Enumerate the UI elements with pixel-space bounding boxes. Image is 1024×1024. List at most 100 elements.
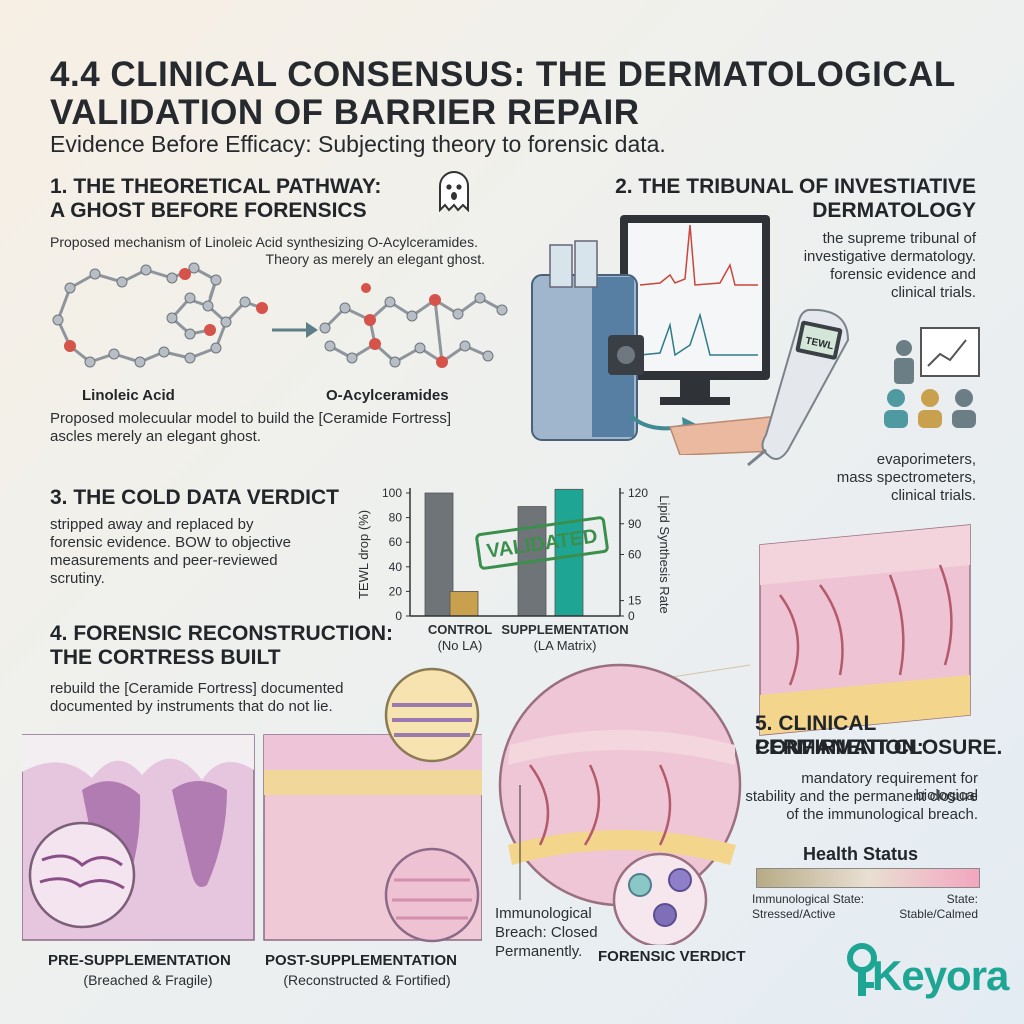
state-right-line2: Stable/Calmed [899,907,978,921]
y-tick-label-left: 60 [389,535,403,549]
acylceramide-molecule [323,296,503,364]
section1-desc-line2: Theory as merely an elegant ghost. [265,251,485,267]
section3-desc-line1: stripped away and replaced by [50,516,254,533]
acylceramides-label: O-Acylceramides [326,387,449,404]
post-supplementation-sublabel: (Reconstructed & Fortified) [283,972,451,988]
section4-desc-line2: documented by instruments that do not li… [50,698,333,715]
oxygen-atom [204,324,216,336]
skin-cross-sections [22,667,482,943]
breach-label-line3: Permanently. [495,943,583,960]
y-tick-label-left: 80 [389,511,403,525]
section4-title-line2: THE CORTRESS BUILT [50,646,281,669]
section2-tools-line1: evaporimeters, [876,451,976,468]
section2-desc-line2: investigative dermatology. [803,248,976,265]
lab-equipment-illustration [531,215,780,455]
ghost-icon [439,171,469,212]
y-tick-label-right: 0 [628,609,635,623]
health-status-title: Health Status [803,844,919,864]
bar-0-1 [449,591,479,617]
category-sublabel-control: (No LA) [437,638,483,653]
pre-magnifier [28,821,136,929]
health-status-gauge [756,868,980,888]
skin-sample [668,415,780,455]
category-label-supplementation: SUPPLEMENTATION [501,622,629,637]
section5-desc-line2: stability and the permanent closure [745,788,978,805]
section1-title-line2: A GHOST BEFORE FORENSICS [50,199,367,222]
state-left-line2: Stressed/Active [752,907,836,921]
state-left-line1: Immunological State: [752,892,865,906]
section5-title-line1: 5. CLINICAL CONFIRMATION: [755,712,924,759]
section4-desc-line1: rebuild the [Ceramide Fortress] document… [50,680,344,697]
state-right-line1: State: [946,892,978,906]
y-tick-label-right: 90 [628,517,642,531]
forensic-verdict-label: FORENSIC VERDICT [598,948,746,965]
oxygen-atom [369,338,381,350]
bar-1-1 [554,488,584,617]
molecule-diagram [52,262,508,368]
monitor-screen [628,223,762,371]
section3-desc-line2: forensic evidence. BOW to objective [50,534,291,551]
section1-note-line1: Proposed molecuular model to build the [… [50,410,452,427]
breach-label-line2: Breach: Closed [495,924,598,941]
acylceramide-atoms [319,292,508,368]
y-axis-label-right: Lipid Synthesis Rate [657,495,670,614]
linoleic-acid-label: Linoleic Acid [82,387,175,404]
spectrum-line [639,312,758,357]
immune-cell-magnifier [612,852,708,945]
section3-desc-line3: measurements and peer-reviewed [50,552,278,569]
rete-ridge [172,781,227,888]
linoleic-atoms [52,262,251,368]
page-title-line2: VALIDATION OF BARRIER REPAIR [50,93,640,132]
lipid-magnifier [384,667,480,763]
oxygen-atom [436,356,448,368]
y-tick-label-left: 40 [389,560,403,574]
oxygen-atom [429,294,441,306]
chart-bars [424,488,584,617]
skin-3d-model [498,524,971,945]
breached-surface [22,735,254,780]
y-tick-label-right: 15 [628,594,642,608]
linoleic-acid-molecule [56,266,263,364]
page-title-line1: 4.4 CLINICAL CONSENSUS: THE DERMATOLOGIC… [50,55,956,94]
closure-magnifier [498,663,742,907]
bar-0-0 [424,492,454,617]
breach-label-line1: Immunological [495,905,592,922]
section2-title-line1: 2. THE TRIBUNAL OF INVESTIATIVE [615,175,976,198]
oxygen-atom [64,340,76,352]
category-label-control: CONTROL [427,622,493,637]
section5-desc-line1: mandatory requirement for biological [801,770,978,804]
section2-tools-line3: clinical trials. [890,487,976,504]
post-supplementation-label: POST-SUPPLEMENTATION [265,952,457,969]
page-subtitle: Evidence Before Efficacy: Subjecting the… [50,131,666,157]
keyora-logo-icon [847,943,877,996]
brand-name: Keyora [872,952,1009,999]
cell-magnifier [384,847,480,943]
section5-title-line2: PERMANENT CLOSURE. [755,736,1003,759]
section2-desc-line4: clinical trials. [890,284,976,301]
section3-title: 3. THE COLD DATA VERDICT [50,486,339,509]
section1-note-line2: ascles merely an elegant ghost. [50,428,261,445]
y-tick-label-right: 120 [628,486,648,500]
section2-desc-line3: forensic evidence and [830,266,976,283]
section1-desc-line1: Proposed mechanism of Linoleic Acid synt… [50,234,478,250]
category-sublabel-supplementation: (LA Matrix) [533,638,597,653]
section5-desc-line3: of the immunological breach. [786,806,978,823]
reaction-arrow-head [306,322,318,338]
section2-tools-line2: mass spectrometers, [836,469,976,486]
y-axis-label-left: TEWL drop (%) [356,510,371,599]
section3-desc-line4: scrutiny. [50,570,105,587]
y-tick-label-left: 0 [395,609,402,623]
y-tick-label-right: 60 [628,548,642,562]
spectrum-line [639,224,758,286]
section2-title-line2: DERMATOLOGY [812,199,976,222]
oxygen-atom [256,302,268,314]
reagent-bottle [549,244,573,288]
lipid-barrier-layer [264,770,482,795]
oxygen-atom [179,268,191,280]
reagent-bottle [574,240,598,288]
y-tick-label-left: 20 [389,584,403,598]
y-tick-label-left: 100 [382,486,402,500]
pre-supplementation-label: PRE-SUPPLEMENTATION [48,952,231,969]
